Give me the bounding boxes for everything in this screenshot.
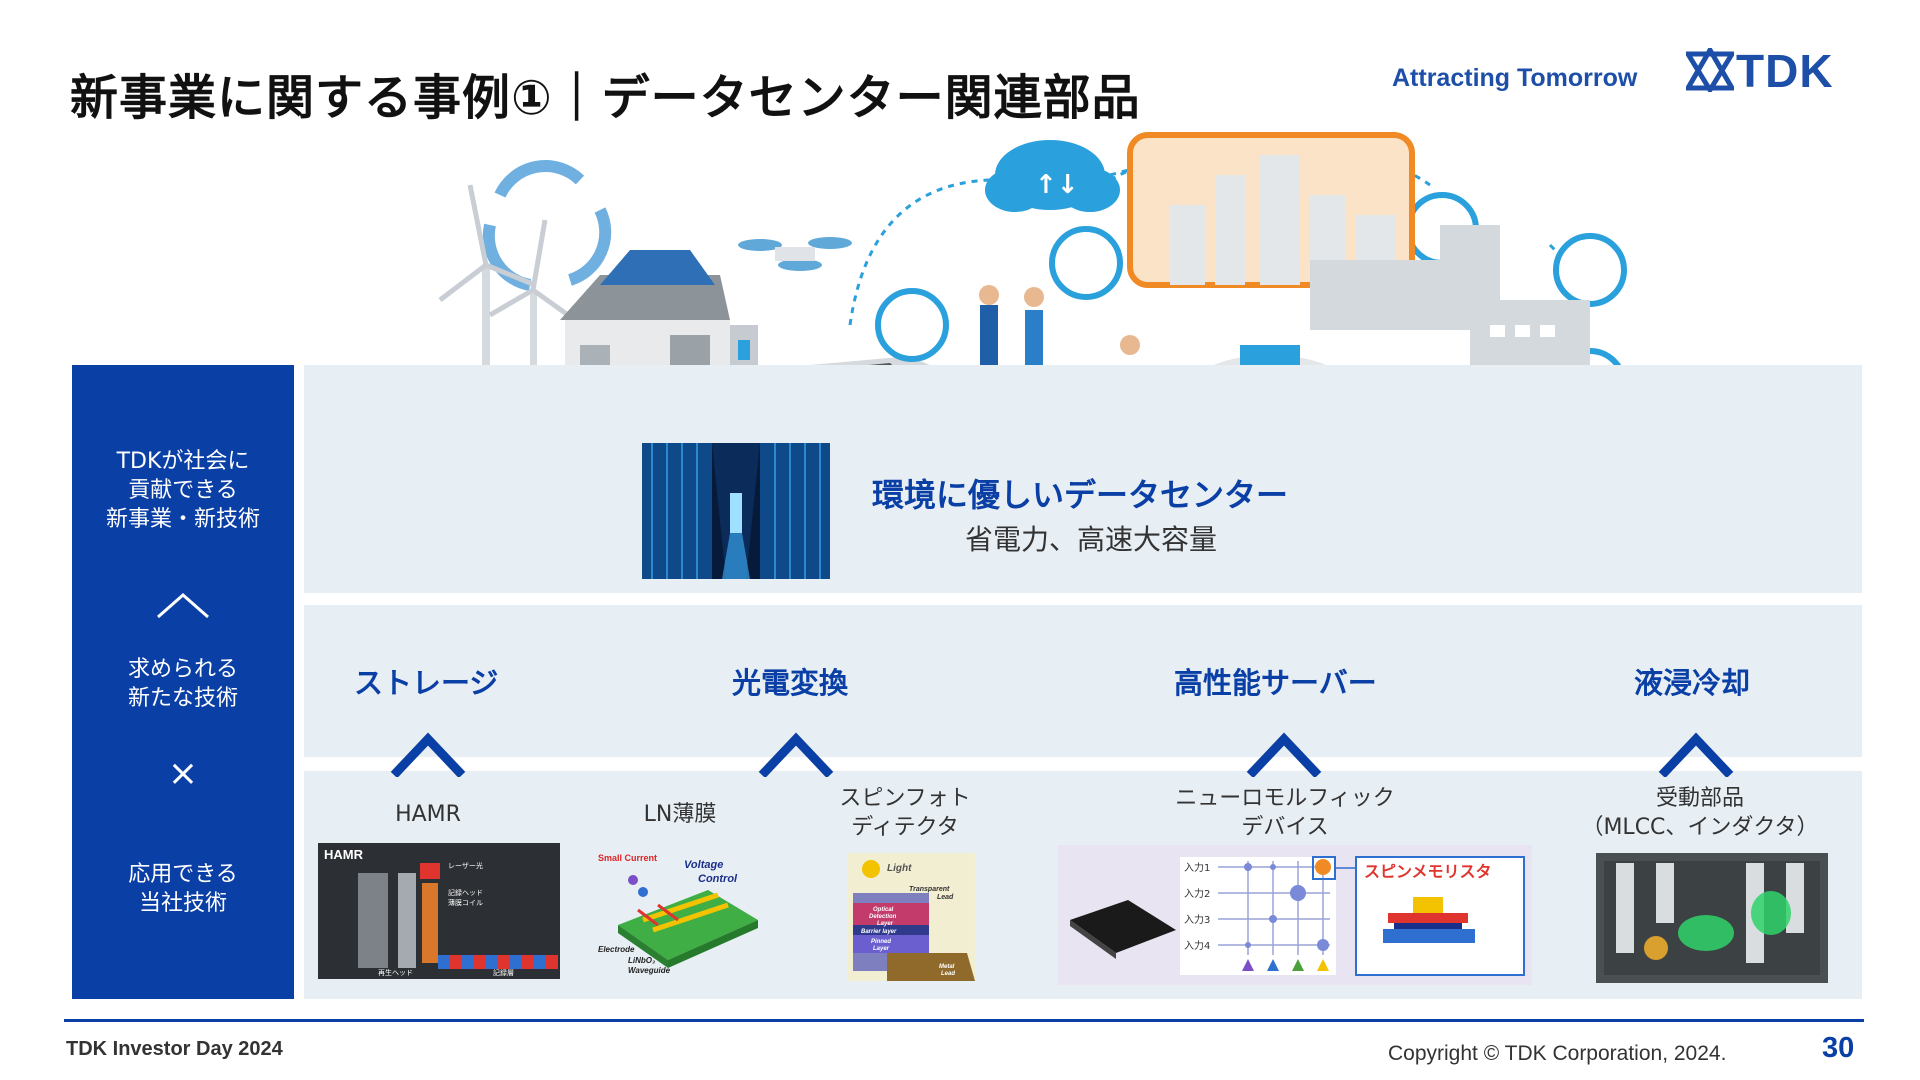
- recycle-icon: [482, 160, 612, 291]
- category-storage: ストレージ: [354, 666, 499, 700]
- svg-text:Layer: Layer: [877, 921, 894, 927]
- svg-text:記録層: 記録層: [493, 968, 514, 977]
- svg-text:Pinned: Pinned: [871, 939, 891, 945]
- passive-components-photo: [1596, 853, 1828, 983]
- svg-text:入力1: 入力1: [1184, 861, 1210, 874]
- chevron-up-icon: [758, 732, 834, 777]
- chevron-up-icon: [390, 732, 466, 777]
- category-high-performance-server: 高性能サーバー: [1174, 666, 1377, 700]
- chevron-up-icon: [1246, 732, 1322, 777]
- svg-text:Lead: Lead: [941, 971, 955, 977]
- svg-text:Layer: Layer: [873, 946, 890, 952]
- svg-text:Transparent: Transparent: [909, 886, 950, 893]
- svg-text:Metal: Metal: [939, 964, 955, 970]
- category-optoelectronic: 光電変換: [732, 666, 849, 700]
- sidebar-top-text: TDKが社会に 貢献できる 新事業・新技術: [105, 449, 260, 532]
- svg-text:Electrode: Electrode: [598, 945, 635, 954]
- datacenter-headline: 環境に優しいデータセンター: [872, 476, 1289, 514]
- tech-neuromorphic-label: ニューロモルフィック デバイス: [1175, 786, 1395, 840]
- sidebar-bottom-text: 応用できる 当社技術: [128, 862, 238, 916]
- page-title: 新事業に関する事例①｜データセンター関連部品: [70, 70, 1141, 126]
- sidebar-middle-text: 求められる 新たな技術: [127, 657, 238, 711]
- logo-text: TDK: [1736, 45, 1834, 97]
- ln-thin-film-diagram-image: Small Current Voltage Control Electrode …: [598, 853, 758, 975]
- svg-text:再生ヘッド: 再生ヘッド: [378, 968, 413, 977]
- svg-text:Small Current: Small Current: [598, 853, 657, 863]
- footer-event-name: TDK Investor Day 2024: [66, 1038, 283, 1060]
- svg-text:Lead: Lead: [937, 894, 954, 901]
- neuromorphic-device-diagram-image: 入力1 入力2 入力3 入力4 スピンメモリスタ: [1058, 845, 1532, 985]
- tdk-emblem-icon: [1686, 48, 1734, 92]
- footer-divider: [64, 1019, 1864, 1022]
- drone-icon: [738, 237, 852, 271]
- page-number: 30: [1822, 1032, 1855, 1064]
- cloud-icon: ↑↓: [985, 140, 1120, 212]
- svg-text:Barrier layer: Barrier layer: [861, 929, 897, 935]
- svg-text:↑↓: ↑↓: [1035, 170, 1079, 200]
- required-tech-panel: [304, 605, 1862, 757]
- svg-text:Control: Control: [698, 873, 738, 885]
- times-icon: ×: [167, 753, 199, 794]
- tdk-logo: TDK: [1686, 45, 1868, 97]
- footer-copyright: Copyright © TDK Corporation, 2024.: [1388, 1042, 1727, 1065]
- brand-slogan: Attracting Tomorrow: [1392, 64, 1638, 92]
- svg-text:Light: Light: [887, 863, 912, 874]
- svg-text:スピンメモリスタ: スピンメモリスタ: [1364, 862, 1492, 881]
- datacenter-corridor-image: [642, 443, 830, 579]
- svg-text:記録ヘッド: 記録ヘッド: [448, 888, 483, 897]
- hamr-image-title: HAMR: [324, 847, 364, 862]
- svg-text:入力3: 入力3: [1184, 913, 1210, 926]
- svg-text:入力4: 入力4: [1184, 939, 1210, 952]
- svg-text:入力2: 入力2: [1184, 887, 1210, 900]
- svg-text:Waveguide: Waveguide: [628, 966, 671, 975]
- tech-ln-film-label: LN薄膜: [643, 802, 717, 827]
- svg-text:LiNbO₃: LiNbO₃: [628, 956, 655, 965]
- chevron-up-icon: [1658, 732, 1734, 777]
- tech-spin-photodetector-label: スピンフォト ディテクタ: [839, 786, 971, 840]
- tech-passive-components-label: 受動部品 （MLCC、インダクタ）: [1581, 786, 1819, 840]
- svg-text:Detection: Detection: [869, 914, 897, 920]
- svg-text:薄膜コイル: 薄膜コイル: [448, 898, 483, 907]
- tech-hamr-label: HAMR: [395, 802, 461, 827]
- datacenter-subline: 省電力、高速大容量: [965, 523, 1218, 556]
- category-immersion-cooling: 液浸冷却: [1634, 666, 1751, 700]
- value-chain-sidebar: TDKが社会に 貢献できる 新事業・新技術 求められる 新たな技術 × 応用でき…: [72, 365, 294, 999]
- svg-text:Optical: Optical: [873, 907, 894, 913]
- spin-photodetector-diagram-image: Light Transparent Lead Optical Detection…: [847, 853, 975, 981]
- hamr-diagram-image: HAMR レーザー光 記録ヘッド 薄膜コイル 再生ヘッド 記録層: [318, 843, 560, 979]
- svg-text:Voltage: Voltage: [684, 859, 723, 871]
- datacenter-panel: [304, 365, 1862, 593]
- chevron-up-icon: [157, 593, 209, 619]
- svg-text:レーザー光: レーザー光: [448, 861, 483, 870]
